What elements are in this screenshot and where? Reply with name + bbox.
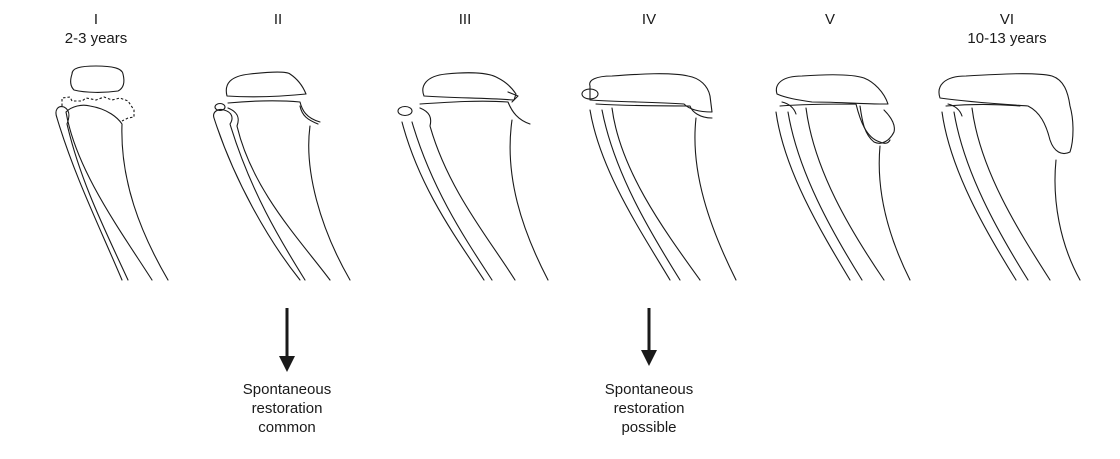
stage-2-epiphysis	[225, 71, 307, 98]
stage-3-bone-drawing	[397, 72, 549, 281]
stage-6-tibia	[971, 107, 1081, 281]
arrow-stage-2	[279, 308, 295, 372]
stage-1-label: I 2-3 years	[36, 10, 156, 48]
stage-5-growth-plate	[779, 103, 891, 144]
stage-3-tubercle-tip	[507, 91, 519, 103]
note-1-line-3: common	[258, 419, 316, 436]
stage-6-growth-plate	[945, 103, 1021, 107]
stage-4-label: IV	[589, 10, 709, 29]
stage-6-age: 10-13 years	[967, 30, 1047, 47]
stage-3-growth-plate	[419, 100, 531, 125]
stage-2-numeral: II	[273, 11, 283, 28]
stage-5-epiphysis	[775, 74, 889, 105]
stage-2-outcome-note: Spontaneous restoration common	[207, 380, 367, 437]
stage-1-age: 2-3 years	[64, 30, 128, 47]
arrow-stage-4	[641, 308, 657, 366]
stage-1-cartilage-outline	[61, 96, 135, 122]
stage-3-tibia	[419, 107, 549, 281]
note-2-line-2: restoration	[613, 400, 685, 417]
stage-3-ossicle	[397, 105, 413, 117]
stage-6-epiphysis	[938, 73, 1074, 155]
stage-4-tibia	[611, 107, 737, 281]
stage-6-fibula	[941, 103, 1029, 281]
stage-6-label: VI 10-13 years	[947, 10, 1067, 48]
stage-3-numeral: III	[458, 11, 472, 28]
stage-5-numeral: V	[824, 11, 835, 28]
stage-4-numeral: IV	[641, 11, 657, 28]
note-2-line-3: possible	[621, 419, 677, 436]
stage-2-ossicle	[214, 102, 226, 112]
stage-4-bone-drawing	[581, 73, 737, 281]
note-1-line-2: restoration	[251, 400, 323, 417]
stage-4-outcome-note: Spontaneous restoration possible	[569, 380, 729, 437]
stage-2-tibia	[227, 105, 351, 281]
stage-1-tubercle-ossicle	[70, 65, 125, 93]
stage-5-fibula	[775, 101, 863, 281]
stage-5-tubercle	[859, 105, 895, 144]
stage-4-fibula	[589, 109, 681, 281]
stage-4-epiphysis	[589, 73, 713, 113]
stage-4-ossicle	[581, 88, 599, 100]
stage-1-bone-drawing	[55, 65, 169, 281]
stage-6-bone-drawing	[938, 73, 1081, 281]
stage-1-fibula	[55, 106, 129, 281]
note-2-line-1: Spontaneous	[604, 381, 694, 398]
stage-5-tibia	[805, 107, 911, 281]
stage-3-label: III	[405, 10, 525, 29]
stage-3-epiphysis	[422, 72, 517, 101]
stage-1-tibia	[65, 104, 169, 281]
stage-2-label: II	[218, 10, 338, 29]
stage-3-fibula	[401, 121, 493, 281]
stage-5-bone-drawing	[775, 74, 911, 281]
stage-2-growth-plate	[227, 100, 321, 123]
stage-5-label: V	[770, 10, 890, 29]
stage-2-bone-drawing	[213, 71, 351, 281]
stage-6-numeral: VI	[999, 11, 1015, 28]
stage-4-growth-plate	[595, 103, 713, 119]
stage-1-numeral: I	[93, 11, 99, 28]
stage-2-fibula	[213, 108, 306, 281]
note-1-line-1: Spontaneous	[242, 381, 332, 398]
